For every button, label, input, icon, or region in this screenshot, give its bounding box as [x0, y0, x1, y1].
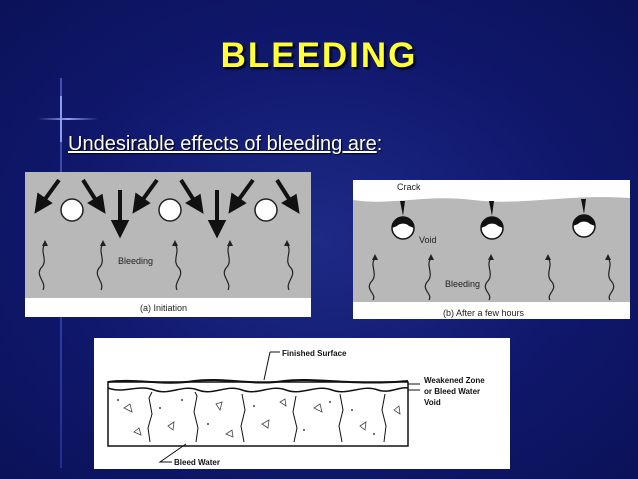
- arrowhead: [34, 192, 53, 214]
- bleed-water-paths: [368, 257, 615, 301]
- arrow: [275, 178, 293, 204]
- label-bleeding: Bleeding: [118, 256, 153, 266]
- arrowhead: [87, 193, 106, 214]
- figure-initiation-svg: Bleeding (a) Initiation: [25, 172, 311, 313]
- bleed-path: [223, 243, 231, 291]
- arrowhead: [132, 192, 151, 214]
- bleed-water-paths: [38, 243, 294, 291]
- crack: [581, 199, 586, 214]
- leader-lines: [158, 351, 420, 463]
- decorative-horizontal-line: [38, 118, 98, 120]
- bleed-path: [286, 243, 294, 291]
- arrowhead: [228, 192, 247, 214]
- bleed-arrows-group: [34, 178, 300, 239]
- voids: [391, 214, 596, 240]
- aggregate-particle: [60, 198, 84, 222]
- label-finished-surface: Finished Surface: [282, 349, 347, 358]
- arrow: [81, 178, 99, 204]
- aggregate-marks: [123, 398, 401, 438]
- label-void: Void: [419, 235, 437, 245]
- arrowhead: [185, 193, 204, 214]
- cracks: [400, 199, 586, 216]
- figure-initiation: Bleeding (a) Initiation: [25, 172, 311, 317]
- bleed-path: [96, 243, 104, 291]
- figure-cross-section: Finished Surface Weakened Zone or Bleed …: [94, 338, 510, 469]
- label-weakened-zone-2: or Bleed Water: [424, 387, 480, 396]
- aggregate-dots: [117, 399, 375, 435]
- label-weakened-zone-1: Weakened Zone: [424, 376, 485, 385]
- crack: [489, 201, 494, 216]
- figure-after-hours-svg: Crack Void Bleeding (b) After a few hour…: [353, 182, 630, 318]
- bleed-path: [38, 243, 46, 291]
- aggregate-particle: [254, 198, 278, 222]
- slide-subtitle: Undesirable effects of bleeding are:: [68, 133, 382, 156]
- concrete-body: [25, 172, 311, 298]
- aggregate-particle: [158, 198, 182, 222]
- label-crack: Crack: [397, 182, 421, 192]
- label-weakened-zone-3: Void: [424, 398, 441, 407]
- slab-outline: [107, 381, 409, 447]
- label-bleed-water: Bleed Water: [174, 458, 220, 467]
- caption-after-hours: (b) After a few hours: [443, 308, 525, 318]
- bleed-path: [174, 243, 182, 291]
- arrowhead: [207, 220, 227, 239]
- figure-after-hours: Crack Void Bleeding (b) After a few hour…: [353, 180, 630, 319]
- subtitle-colon: :: [376, 133, 383, 155]
- bleed-channels: [147, 391, 387, 443]
- label-bleeding: Bleeding: [445, 279, 480, 289]
- figure-cross-section-svg: Finished Surface Weakened Zone or Bleed …: [107, 349, 485, 467]
- bleed-arrow-tips: [42, 240, 290, 246]
- slide-title: BLEEDING: [220, 36, 418, 75]
- arrowhead: [110, 220, 130, 239]
- arrowhead: [281, 193, 300, 214]
- finished-surface-line: [107, 378, 409, 384]
- weakened-zone-line: [107, 386, 409, 393]
- crack: [400, 201, 405, 216]
- subtitle-text: Undesirable effects of bleeding are: [68, 133, 377, 155]
- bleed-arrow-tips: [372, 254, 611, 260]
- concrete-body: [353, 197, 630, 302]
- arrow: [179, 178, 197, 204]
- caption-initiation: (a) Initiation: [140, 303, 187, 313]
